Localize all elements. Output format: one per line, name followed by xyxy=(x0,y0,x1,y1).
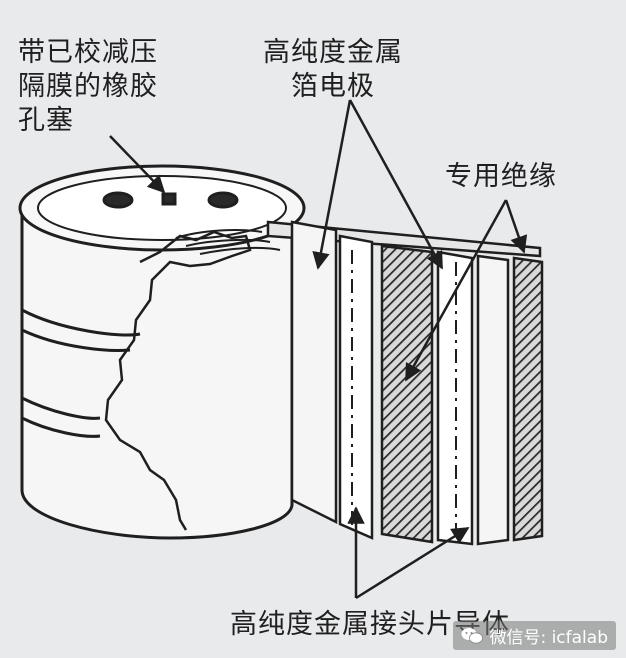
insulation-label: 专用绝缘 xyxy=(445,161,557,192)
insulation-layer-1 xyxy=(380,244,434,544)
foil-electrode-label: 高纯度金属 箔电极 xyxy=(263,36,403,104)
watermark-text: 微信号: icfalab xyxy=(489,628,608,648)
membrane-stopper-label: 带已校减压隔膜的橡胶孔塞 xyxy=(18,37,158,136)
wechat-icon xyxy=(461,627,484,644)
watermark: 微信号: icfalab xyxy=(453,621,616,650)
rubber-stopper-hole xyxy=(161,192,177,206)
capacitor-can xyxy=(18,164,306,540)
terminal-left xyxy=(102,191,134,209)
insulation-layer-2 xyxy=(512,256,544,542)
foil-electrode-label-line2: 箔电极 xyxy=(291,71,375,102)
foil-electrode-label-line1: 高纯度金属 xyxy=(263,37,403,68)
leader-arrows xyxy=(109,99,528,600)
unrolled-foil-layers xyxy=(266,220,544,546)
terminal-right xyxy=(207,191,239,209)
